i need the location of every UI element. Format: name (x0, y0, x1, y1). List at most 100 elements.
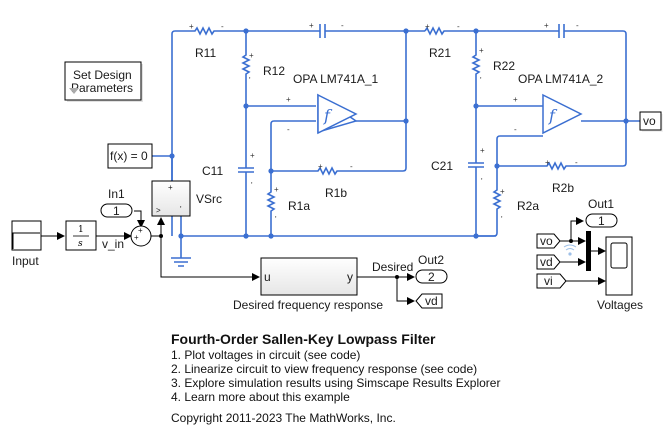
resistor-r2a[interactable] (476, 166, 502, 237)
pin-markers: +- +- +' +- +' +' +- +- +- +' +- +' +' +… (189, 21, 579, 224)
opamp-2[interactable]: f (542, 93, 583, 135)
svg-text:-: - (514, 125, 517, 134)
svg-text:1: 1 (78, 225, 84, 235)
wire[interactable] (564, 30, 627, 121)
svg-text:': ' (249, 76, 251, 85)
step-link-linearize[interactable]: 2. Linearize circuit to view frequency r… (171, 362, 478, 376)
svg-text:Set Design: Set Design (73, 68, 132, 82)
svg-text:+: + (480, 146, 485, 155)
from-vo[interactable]: vo (536, 233, 561, 249)
svg-text:-: - (341, 21, 344, 30)
goto-vd[interactable]: vd (415, 293, 443, 309)
label-r12: R12 (263, 64, 285, 78)
svg-text:+: + (134, 233, 139, 242)
opamp-function-icon: f (323, 106, 333, 125)
resistor-r12[interactable] (241, 31, 251, 100)
outport-out1[interactable]: Out1 1 (585, 197, 618, 228)
scope-screen-icon (610, 242, 628, 269)
svg-text:vo: vo (540, 234, 553, 248)
inport-in1[interactable]: In1 1 (100, 187, 133, 218)
set-design-parameters-button[interactable]: Set Design Parameters (64, 61, 143, 102)
step-link-plot[interactable]: 1. Plot voltages in circuit (see code) (171, 348, 361, 362)
resistor-r1a[interactable] (266, 171, 276, 236)
svg-text:+: + (425, 22, 430, 31)
scope-voltages[interactable]: Voltages (597, 236, 643, 312)
model-annotation: Fourth-Order Sallen-Key Lowpass Filter 1… (171, 331, 500, 425)
wire[interactable] (496, 135, 543, 166)
svg-text:1: 1 (113, 204, 120, 218)
svg-text:+: + (318, 162, 323, 171)
v-in-signal-label: v_in (102, 237, 124, 251)
label-r11: R11 (195, 46, 216, 60)
input-label: Input (12, 254, 39, 268)
capacitor-c21[interactable] (468, 106, 484, 236)
model-title: Fourth-Order Sallen-Key Lowpass Filter (171, 331, 436, 347)
ground-bus[interactable] (180, 216, 496, 237)
opamp-1[interactable]: f (317, 93, 358, 135)
goto-vo-label: vo (643, 114, 656, 128)
wire[interactable] (171, 30, 192, 236)
step-link-explorer[interactable]: 3. Explore simulation results using Sims… (171, 376, 501, 390)
solver-configuration-block[interactable]: f(x) = 0 (107, 143, 153, 169)
resistor-r1b[interactable] (271, 31, 407, 176)
svg-text:': ' (251, 181, 253, 190)
svg-text:+: + (168, 183, 173, 192)
svg-text:2: 2 (428, 270, 435, 284)
label-r2a: R2a (517, 199, 539, 213)
svg-text:s: s (78, 239, 83, 249)
input-step-block[interactable]: Input (11, 220, 42, 268)
resistor-r11[interactable] (192, 26, 222, 36)
svg-text:': ' (501, 215, 503, 224)
vsrc-block[interactable]: + > ' VSrc (151, 180, 222, 217)
from-vd[interactable]: vd (536, 254, 561, 270)
out1-label: Out1 (588, 197, 614, 211)
svg-text:vd: vd (425, 294, 438, 308)
svg-text:-: - (287, 125, 290, 134)
svg-text:f(x) = 0: f(x) = 0 (110, 149, 148, 163)
integrator-block[interactable]: 1 s (65, 220, 97, 251)
wire[interactable] (270, 120, 316, 171)
svg-text:vi: vi (544, 274, 553, 288)
svg-text:+: + (189, 22, 194, 31)
arrow-down-icon (69, 88, 79, 94)
scope-label: Voltages (597, 298, 643, 312)
desired-block-label: Desired frequency response (233, 298, 383, 312)
vsrc-label: VSrc (196, 192, 222, 206)
svg-text:+: + (274, 185, 279, 194)
svg-text:u: u (264, 270, 271, 284)
svg-text:-: - (221, 22, 224, 31)
capacitor-top-1[interactable] (319, 24, 326, 38)
svg-text:': ' (275, 215, 277, 224)
component-labels: R11 R12 OPA LM741A_1 C11 R1a R1b R21 R22… (195, 46, 603, 213)
label-r1a: R1a (288, 199, 310, 213)
sum-block[interactable]: + + (130, 225, 152, 247)
outport-out2[interactable]: Out2 2 (415, 253, 448, 284)
svg-text:': ' (180, 205, 182, 214)
desired-frequency-response-block[interactable]: u y Desired frequency response (233, 257, 383, 312)
svg-text:y: y (347, 270, 353, 284)
desired-signal-label: Desired (372, 260, 413, 274)
svg-text:+: + (500, 187, 505, 196)
resistor-r2b[interactable] (497, 121, 627, 171)
from-vi[interactable]: vi (536, 273, 567, 289)
svg-text:+: + (286, 95, 291, 104)
step-link-learn-more[interactable]: 4. Learn more about this example (171, 390, 350, 404)
svg-text:': ' (481, 177, 483, 186)
svg-text:+: + (249, 51, 254, 60)
resistor-r21[interactable] (424, 26, 559, 36)
svg-text:-: - (576, 21, 579, 30)
goto-vo[interactable]: vo (639, 111, 663, 132)
resistor-r22[interactable] (471, 31, 481, 106)
svg-text:+: + (545, 158, 550, 167)
svg-text:>: > (156, 206, 161, 215)
out2-label: Out2 (418, 253, 444, 267)
svg-text:-: - (457, 22, 460, 31)
svg-text:Parameters: Parameters (71, 81, 133, 95)
label-opamp2: OPA LM741A_2 (518, 72, 603, 86)
mux-block[interactable] (586, 231, 591, 271)
capacitor-top-2[interactable] (558, 24, 565, 38)
capacitor-c11[interactable] (238, 100, 254, 236)
svg-text:vd: vd (540, 255, 553, 269)
svg-text:+: + (250, 151, 255, 160)
